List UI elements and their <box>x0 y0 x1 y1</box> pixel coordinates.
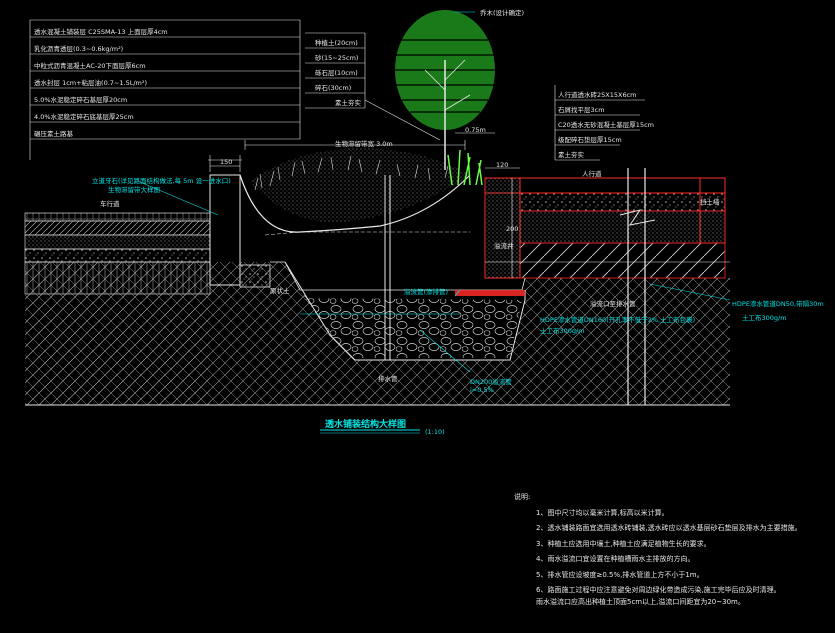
right-layer-table <box>305 32 441 141</box>
curb-label: 立道牙石(详见路面结构做法,每 5m 设一进水口) <box>92 177 231 185</box>
ped-label: 人行道 <box>582 170 602 178</box>
pave-layer-table <box>554 85 645 161</box>
road-layers <box>24 212 211 295</box>
tree-label: 乔木(设计确定) <box>480 9 525 17</box>
lane-label: 车行道 <box>100 200 120 208</box>
bioretention-bed <box>239 148 526 361</box>
pave-layer-4: 级配碎石垫层厚15cm <box>558 136 622 144</box>
pave-layer-3: C20透水无砂混凝土基层厚15cm <box>558 121 654 129</box>
left-layer-4: 透水封层 1cm+粘层油(0.7~1.5L/m²) <box>34 79 147 87</box>
note-1: 1、图中尺寸均以毫米计算,标高以米计算。 <box>536 508 669 517</box>
note-5: 5、排水管应设坡度≥0.5%,排水管道上方不小于1m。 <box>536 570 704 579</box>
leaders <box>139 11 731 373</box>
right-layer-3: 砾石层(10cm) <box>315 69 358 77</box>
bed-label: 生物滞留带宽 3.0m <box>335 140 393 148</box>
left-layer-table <box>29 19 301 160</box>
pipe-spec: DN200溢流管 <box>470 378 512 386</box>
hdpe-sub: 土工布300g/m <box>742 314 787 322</box>
notes-block: 说明: 1、图中尺寸均以毫米计算,标高以米计算。 2、透水铺装路面宜选用透水砖铺… <box>514 490 802 610</box>
pave-layer-5: 素土夯实 <box>558 151 584 159</box>
tree <box>394 10 496 186</box>
grass <box>254 155 449 191</box>
left-layer-2: 乳化沥青透层(0.3~0.6kg/m²) <box>34 45 124 53</box>
curb-stone <box>208 155 271 288</box>
dimensions <box>210 132 520 278</box>
left-layer-7: 碾压素土路基 <box>34 130 73 138</box>
right-layer-1: 种植土(20cm) <box>315 39 358 47</box>
down-label: 排水管 <box>378 375 398 383</box>
drawing-scale: (1:10) <box>425 428 445 436</box>
note-6: 6、路面施工过程中应注意避免对周边绿化带造成污染,施工完毕后应及时清理。 <box>536 586 781 594</box>
bed-width: 0.75m <box>465 126 486 134</box>
pipe-spec2: i=0.5% <box>470 386 494 394</box>
right-layer-4: 碎石(30cm) <box>315 84 352 92</box>
right-layer-2: 砂(15~25cm) <box>315 54 359 62</box>
hdpe-left-sub: 土工布300g/m <box>540 327 585 335</box>
hdpe-left: HDPE渗水管道DN160(开孔率不低于2%,土工布包裹) <box>540 316 696 324</box>
right-layer-5: 素土夯实 <box>335 99 361 107</box>
curb-width: 150 <box>220 158 233 166</box>
dim-200: 200 <box>506 225 519 233</box>
note-4: 4、雨水溢流口宜设置在种植槽雨水主排放的方向。 <box>536 555 695 563</box>
left-layer-3: 中粒式沥青混凝土AC-20下面层厚6cm <box>34 62 146 70</box>
note-7: 雨水溢流口应高出种植土顶面5cm以上,溢流口间距宜为20~30m。 <box>536 597 745 606</box>
column <box>619 168 656 405</box>
curb-sub: 生物滞留带大样图 <box>108 186 160 194</box>
left-layer-6: 4.0%水泥稳定碎石底基层厚25cm <box>34 113 134 121</box>
drawing-title: 透水铺装结构大样图 <box>325 420 407 430</box>
pedestrian-pavement <box>484 177 730 279</box>
hdpe-label: HDPE渗水管道DN50,带隔30m <box>732 300 824 308</box>
soil-label: 原状土 <box>270 287 290 295</box>
drain-label: 溢流口至排水管 <box>590 300 636 308</box>
left-layer-1: 透水混凝土铺装层 C25SMA-13 上面层厚4cm <box>34 28 168 36</box>
pave-layer-2: 石屑找平层3cm <box>558 106 605 114</box>
pipe-label: 溢流管(渗排管) <box>404 288 449 296</box>
note-2: 2、透水铺装路面宜选用透水砖铺装,透水砖应以透水基层砂石垫层及排水为主要措施。 <box>536 524 802 532</box>
pave-layer-1: 人行道透水砖25X15X6cm <box>558 91 637 99</box>
col-label: 溢流井 <box>494 242 514 250</box>
note-3: 3、种植土应选用中壤土,种植土应满足植物生长的要求。 <box>536 539 711 548</box>
notes-title: 说明: <box>514 493 531 501</box>
wall-label: 挡土墙 <box>700 198 720 206</box>
dim-120: 120 <box>496 161 509 169</box>
left-layer-5: 5.0%水泥稳定碎石基层厚20cm <box>34 96 128 104</box>
